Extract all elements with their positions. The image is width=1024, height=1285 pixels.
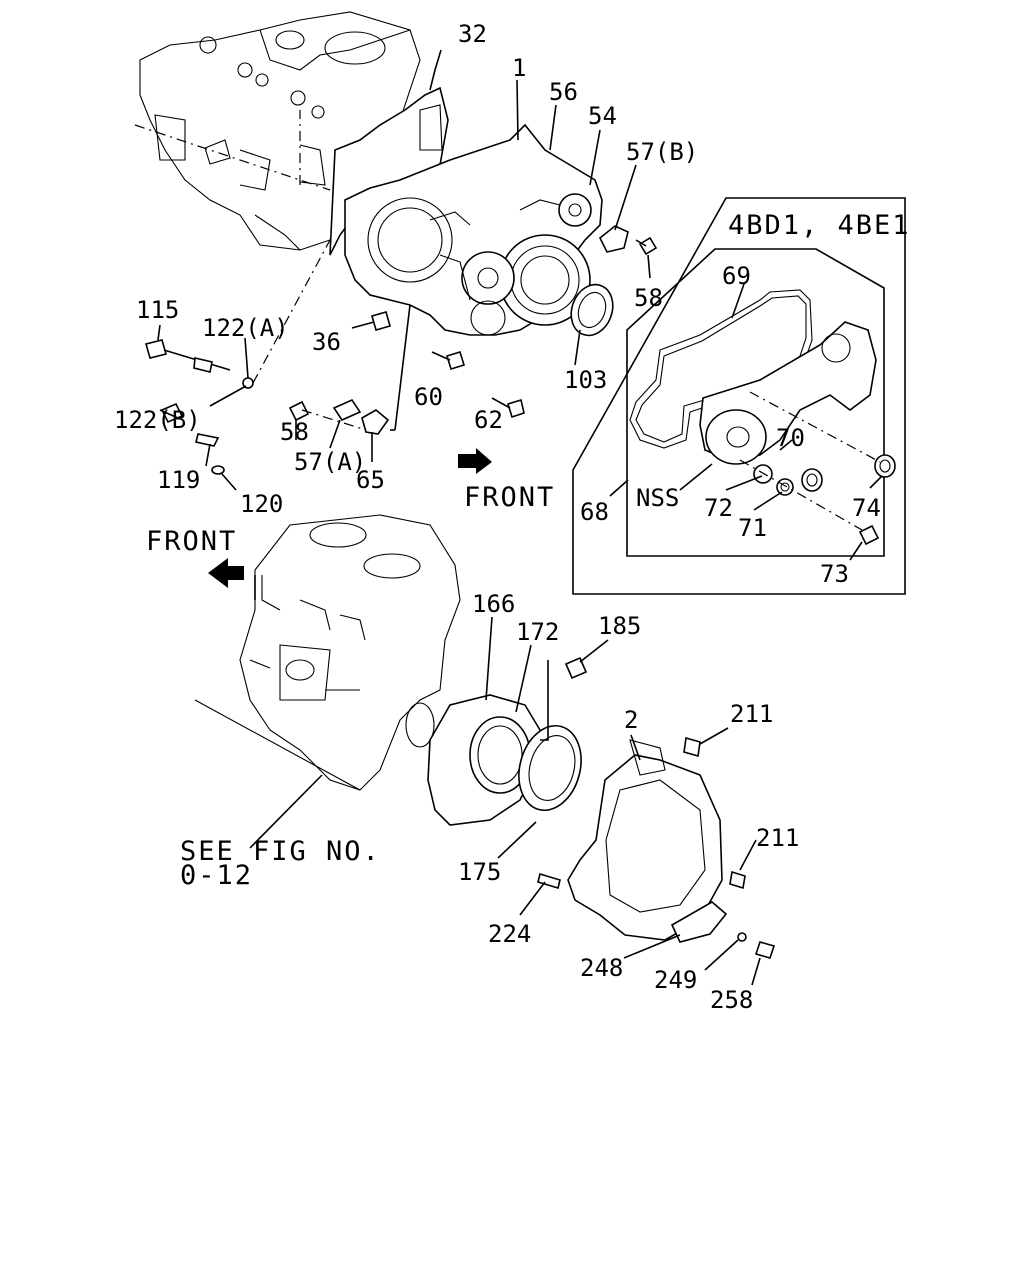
callout-224: 224 bbox=[488, 920, 531, 948]
callout-58-lower: 58 bbox=[280, 418, 309, 446]
o-ring-120 bbox=[211, 465, 225, 475]
bolt-185 bbox=[540, 656, 588, 741]
callout-1: 1 bbox=[512, 54, 526, 82]
callout-32: 32 bbox=[458, 20, 487, 48]
callout-103: 103 bbox=[564, 366, 607, 394]
callout-249: 249 bbox=[654, 966, 697, 994]
gasket-65 bbox=[361, 409, 390, 435]
callout-nss: NSS bbox=[636, 484, 679, 512]
callout-119: 119 bbox=[157, 466, 200, 494]
front-arrow-upper bbox=[458, 448, 492, 474]
callout-185: 185 bbox=[598, 612, 641, 640]
callout-70: 70 bbox=[776, 424, 805, 452]
callout-65: 65 bbox=[356, 466, 385, 494]
front-label-upper: FRONT bbox=[464, 482, 555, 513]
front-arrow-lower bbox=[208, 558, 244, 588]
callout-248: 248 bbox=[580, 954, 623, 982]
bolt-36 bbox=[351, 311, 391, 331]
callout-72: 72 bbox=[704, 494, 733, 522]
callout-120: 120 bbox=[240, 490, 283, 518]
bolt-211-upper bbox=[683, 736, 701, 758]
callout-71: 71 bbox=[738, 514, 767, 542]
callout-56: 56 bbox=[549, 78, 578, 106]
see-fig-line2: 0-12 bbox=[180, 860, 253, 891]
callout-57b: 57(B) bbox=[626, 138, 698, 166]
lower-leaders bbox=[249, 616, 761, 986]
bolt-62 bbox=[491, 397, 525, 419]
callout-175: 175 bbox=[458, 858, 501, 886]
bolt-258 bbox=[754, 941, 776, 959]
callout-211-lower: 211 bbox=[756, 824, 799, 852]
bolt-58-lower bbox=[288, 400, 310, 422]
callout-166: 166 bbox=[472, 590, 515, 618]
front-label-lower: FRONT bbox=[146, 526, 237, 557]
washer-249 bbox=[737, 932, 747, 942]
callout-57a: 57(A) bbox=[294, 448, 366, 476]
variant-box bbox=[572, 197, 906, 595]
upper-leaders bbox=[157, 49, 651, 491]
variant-box-title: 4BD1, 4BE1 bbox=[728, 210, 911, 241]
callout-258: 258 bbox=[710, 986, 753, 1014]
callout-68: 68 bbox=[580, 498, 609, 526]
callout-58-upper: 58 bbox=[634, 284, 663, 312]
oil-seal-103 bbox=[570, 283, 614, 337]
flywheel-housing-2 bbox=[567, 739, 728, 943]
bracket-57a bbox=[332, 398, 362, 422]
callout-62: 62 bbox=[474, 406, 503, 434]
callout-73: 73 bbox=[820, 560, 849, 588]
callout-60: 60 bbox=[414, 383, 443, 411]
callout-74: 74 bbox=[852, 494, 881, 522]
stud-224 bbox=[537, 872, 561, 890]
timing-gear-case-1 bbox=[344, 123, 603, 336]
sensor-115 bbox=[145, 339, 231, 373]
bolt-58-upper bbox=[635, 236, 658, 256]
callout-69: 69 bbox=[722, 262, 751, 290]
callout-122b: 122(B) bbox=[114, 406, 201, 434]
callout-211-upper: 211 bbox=[730, 700, 773, 728]
callout-172: 172 bbox=[516, 618, 559, 646]
see-fig-line1: SEE FIG NO. bbox=[180, 836, 381, 867]
callout-2: 2 bbox=[624, 706, 638, 734]
cover-57b bbox=[598, 225, 629, 253]
lower-engine-block bbox=[194, 514, 461, 791]
callout-36: 36 bbox=[312, 328, 341, 356]
clip-119 bbox=[195, 433, 220, 447]
oil-seal-175 bbox=[518, 724, 582, 812]
callout-54: 54 bbox=[588, 102, 617, 130]
callout-115: 115 bbox=[136, 296, 179, 324]
bolt-211-lower bbox=[729, 870, 746, 890]
bolt-60 bbox=[431, 351, 465, 370]
callout-122a: 122(A) bbox=[202, 314, 289, 342]
